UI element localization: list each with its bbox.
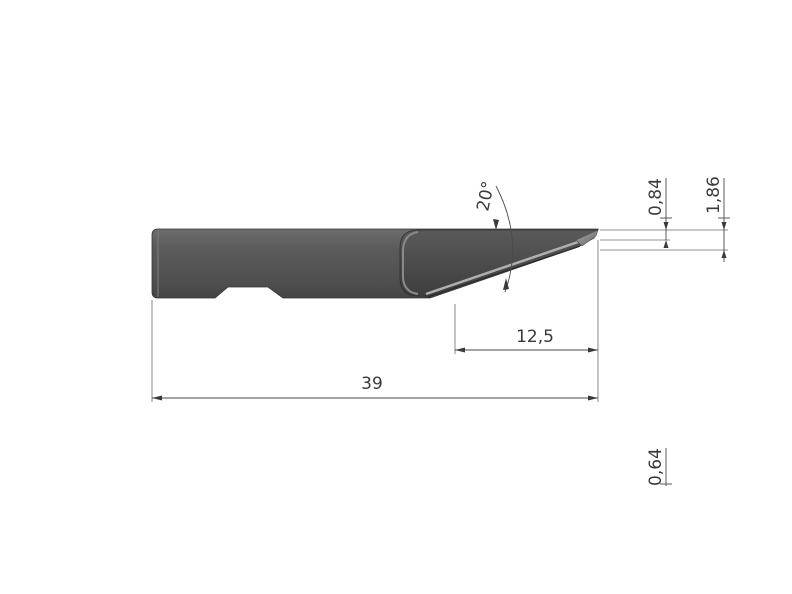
cutting-edge-shadow xyxy=(427,245,581,298)
blade xyxy=(151,228,600,299)
cutting-edge xyxy=(425,240,579,296)
bevel-length-label: 12,5 xyxy=(516,327,554,347)
bevel-highlight xyxy=(402,231,419,295)
tip-offset-small-label: 0,84 xyxy=(646,178,666,216)
blade-tip xyxy=(575,229,599,247)
bevel-face xyxy=(399,229,600,297)
overall-length-label: 39 xyxy=(361,374,383,394)
dimension-overall-length: 39 xyxy=(151,240,599,402)
bevel-angle-label: 20° xyxy=(473,179,499,213)
dimension-thickness: 0,64 xyxy=(646,448,672,486)
dimension-tip-offsets: 0,84 1,86 xyxy=(600,176,730,262)
thickness-label: 0,64 xyxy=(646,448,666,486)
dimension-bevel-length: 12,5 xyxy=(454,304,598,354)
tip-offset-large-label: 1,86 xyxy=(704,176,724,214)
